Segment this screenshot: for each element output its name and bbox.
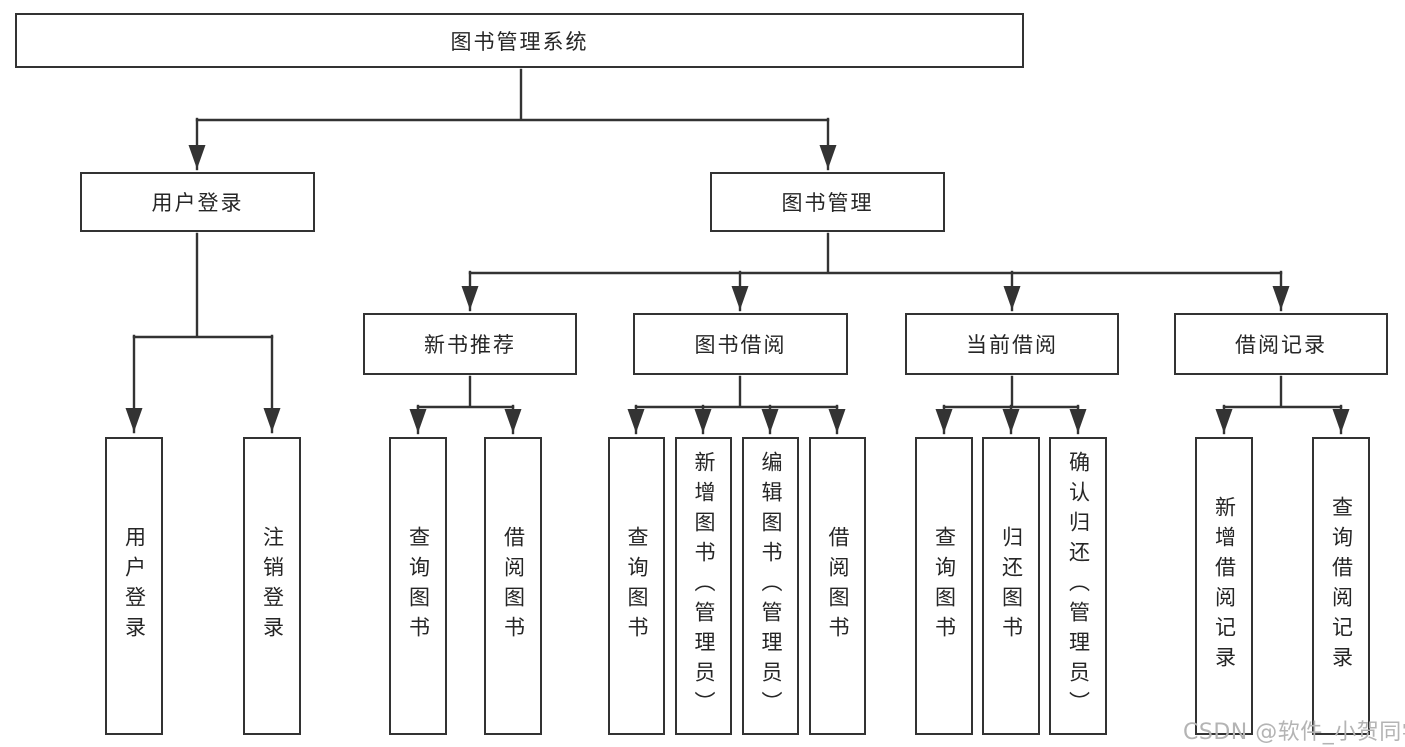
node-add-borrow-record: 新增借阅记录 bbox=[1195, 437, 1253, 735]
connector-current-borrowing-children bbox=[935, 375, 1087, 435]
node-borrow-books-recommend: 借阅图书 bbox=[484, 437, 542, 735]
node-book-management: 图书管理 bbox=[710, 172, 945, 232]
node-return-books: 归还图书 bbox=[982, 437, 1040, 735]
node-query-books-borrowing: 查询图书 bbox=[608, 437, 665, 735]
node-query-books-recommend: 查询图书 bbox=[389, 437, 447, 735]
csdn-watermark: CSDN @软件_小贺同学 bbox=[1183, 720, 1405, 745]
node-logout-action: 注销登录 bbox=[243, 437, 301, 735]
node-current-borrowing: 当前借阅 bbox=[905, 313, 1119, 375]
node-borrow-books-action: 借阅图书 bbox=[809, 437, 866, 735]
node-book-borrowing: 图书借阅 bbox=[633, 313, 848, 375]
connector-root-split bbox=[188, 68, 837, 171]
connector-new-book-recommendation-children bbox=[409, 375, 522, 435]
node-library-system: 图书管理系统 bbox=[15, 13, 1024, 68]
node-query-books-current: 查询图书 bbox=[915, 437, 973, 735]
node-confirm-return-admin: 确认归还（管理员） bbox=[1049, 437, 1107, 735]
connector-book-management-children bbox=[461, 232, 1290, 312]
connector-book-borrowing-children bbox=[627, 375, 846, 435]
node-borrowing-records: 借阅记录 bbox=[1174, 313, 1388, 375]
connector-user-login-children bbox=[125, 232, 281, 434]
connector-borrowing-records-children bbox=[1215, 375, 1350, 435]
node-user-login: 用户登录 bbox=[80, 172, 315, 232]
node-user-login-action: 用户登录 bbox=[105, 437, 163, 735]
node-edit-books-admin: 编辑图书（管理员） bbox=[742, 437, 799, 735]
node-new-book-recommendation: 新书推荐 bbox=[363, 313, 577, 375]
node-query-borrow-record: 查询借阅记录 bbox=[1312, 437, 1370, 735]
node-add-books-admin: 新增图书（管理员） bbox=[675, 437, 732, 735]
